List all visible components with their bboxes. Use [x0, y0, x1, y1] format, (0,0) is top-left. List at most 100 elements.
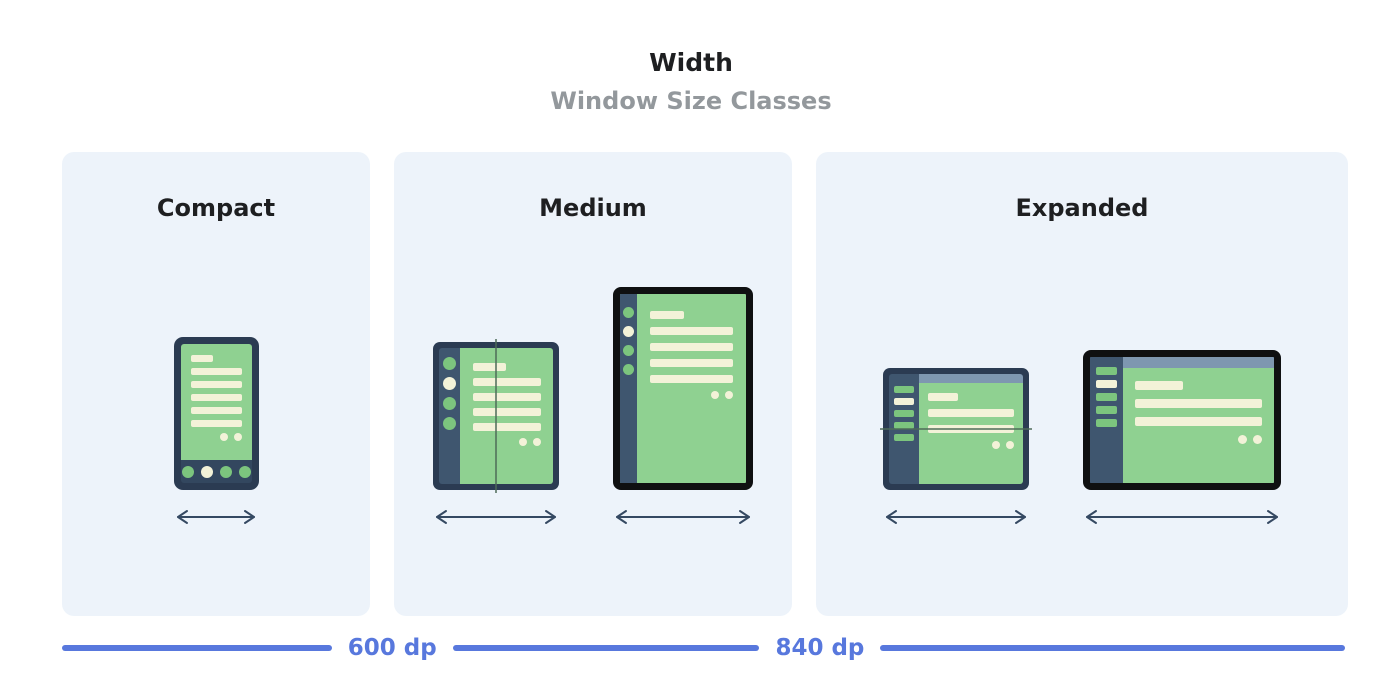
action-dot: [992, 441, 1000, 449]
size-class-panels: Compact: [62, 152, 1348, 616]
device-unit-phone: [173, 337, 259, 525]
action-dots: [191, 433, 242, 441]
phone-screen: [180, 344, 252, 460]
ruler-line-segment: [62, 645, 332, 651]
size-class-label-medium: Medium: [539, 194, 647, 222]
size-class-panel-expanded: Expanded: [816, 152, 1348, 616]
text-line-bar: [190, 381, 242, 388]
title-text-bar: [928, 393, 958, 401]
rail-dot-icon: [443, 417, 456, 430]
text-line-bar: [190, 368, 242, 375]
screen-content: [1123, 368, 1274, 483]
sidebar-item-bar: [1096, 380, 1117, 388]
nav-dot-icon: [200, 465, 213, 478]
breakpoint-label-600dp: 600 dp: [347, 635, 437, 661]
rail-dot-icon: [443, 377, 456, 390]
title-text-bar: [190, 355, 214, 362]
page-subtitle: Window Size Classes: [550, 87, 832, 115]
width-arrow-icon: [436, 510, 556, 524]
ruler-line-segment: [880, 645, 1345, 651]
rail-dot-icon: [623, 307, 634, 318]
width-arrow-icon: [1086, 510, 1278, 524]
action-dot: [533, 438, 541, 446]
sidebar-item-bar: [894, 386, 914, 393]
action-dot: [1238, 435, 1247, 444]
rail-dot-icon: [443, 357, 456, 370]
diagram-header: Width Window Size Classes: [0, 0, 1382, 116]
action-dot: [1253, 435, 1262, 444]
title-text-bar: [1135, 381, 1183, 390]
ruler-line-segment: [452, 645, 760, 651]
action-dot: [219, 433, 228, 441]
action-dot: [233, 433, 242, 441]
text-line-bar: [650, 327, 733, 335]
text-line-bar: [473, 393, 541, 401]
title-text-bar: [473, 363, 506, 371]
vertical-fold-line: [495, 339, 497, 493]
nav-dot-icon: [238, 465, 251, 478]
devices-row: [816, 350, 1348, 525]
width-arrow-icon: [616, 510, 750, 524]
devices-row: [394, 287, 792, 525]
size-class-label-expanded: Expanded: [1015, 194, 1149, 222]
nav-dot-icon: [219, 465, 232, 478]
action-dot: [1006, 441, 1014, 449]
sidebar-menu: [1090, 357, 1123, 483]
breakpoint-ruler: 600 dp 840 dp: [62, 635, 1345, 661]
sidebar-item-bar: [894, 434, 914, 441]
action-dot: [711, 391, 719, 399]
text-line-bar: [190, 420, 242, 427]
device-unit-foldable-portrait: [433, 339, 559, 525]
tablet-landscape-illustration: [1083, 350, 1281, 490]
action-dots: [650, 391, 733, 399]
text-line-bar: [190, 407, 242, 414]
sidebar-item-bar: [894, 422, 914, 429]
main-pane: [1123, 357, 1274, 483]
phone-navigation-bar: [180, 460, 252, 483]
device-unit-tablet-portrait: [613, 287, 753, 525]
navigation-rail: [439, 348, 460, 484]
width-arrow-icon: [886, 510, 1026, 524]
text-line-bar: [190, 394, 242, 401]
device-unit-tablet-landscape: [1083, 350, 1281, 525]
sidebar-item-bar: [1096, 367, 1117, 375]
rail-dot-icon: [623, 364, 634, 375]
text-line-bar: [473, 423, 541, 431]
navigation-rail: [620, 294, 637, 483]
size-class-panel-medium: Medium: [394, 152, 792, 616]
action-dot: [519, 438, 527, 446]
rail-dot-icon: [443, 397, 456, 410]
nav-dot-icon: [181, 465, 194, 478]
top-app-bar: [919, 374, 1023, 383]
phone-portrait-illustration: [173, 337, 259, 490]
horizontal-fold-line: [880, 428, 1032, 430]
title-text-bar: [650, 311, 684, 319]
text-line-bar: [473, 408, 541, 416]
sidebar-item-bar: [894, 398, 914, 405]
action-dots: [1135, 435, 1262, 444]
foldable-landscape-illustration: [880, 368, 1032, 490]
text-line-bar: [473, 378, 541, 386]
text-line-bar: [928, 409, 1014, 417]
sidebar-item-bar: [894, 410, 914, 417]
text-line-bar: [1135, 417, 1262, 426]
rail-dot-icon: [623, 345, 634, 356]
screen-content: [919, 383, 1023, 484]
size-class-label-compact: Compact: [156, 194, 276, 222]
top-app-bar: [1123, 357, 1274, 368]
sidebar-item-bar: [1096, 419, 1117, 427]
devices-row: [62, 337, 370, 525]
foldable-screen: [460, 348, 553, 484]
action-dots: [928, 441, 1014, 449]
size-class-panel-compact: Compact: [62, 152, 370, 616]
page-title: Width: [649, 48, 733, 77]
tablet-portrait-illustration: [613, 287, 753, 490]
device-unit-foldable-landscape: [880, 368, 1032, 525]
text-line-bar: [650, 375, 733, 383]
tablet-screen: [637, 294, 746, 483]
text-line-bar: [650, 343, 733, 351]
text-line-bar: [650, 359, 733, 367]
action-dots: [473, 438, 541, 446]
sidebar-item-bar: [1096, 406, 1117, 414]
action-dot: [725, 391, 733, 399]
